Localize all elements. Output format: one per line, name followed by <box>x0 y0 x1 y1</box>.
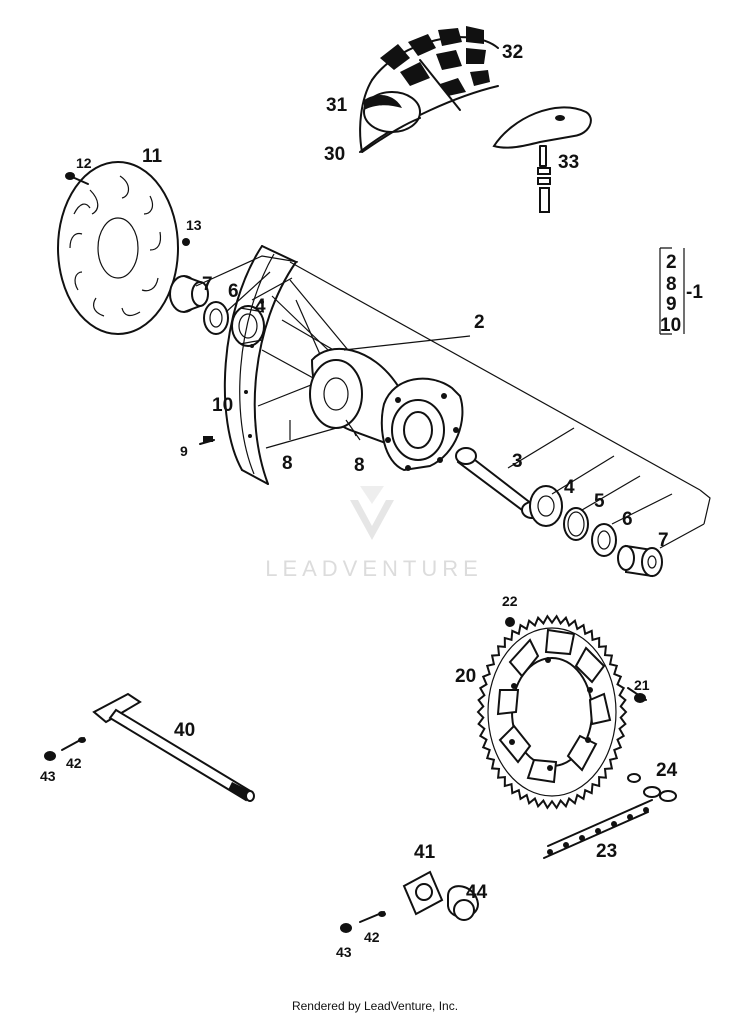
left-hub-parts <box>169 275 265 347</box>
callout-8-right: 8 <box>354 455 365 476</box>
group-item-1: 2 <box>666 252 677 273</box>
callout-9: 9 <box>180 443 188 459</box>
wheel-rim-and-hub <box>223 245 464 485</box>
callout-44: 44 <box>466 882 488 903</box>
callout-21: 21 <box>634 677 650 693</box>
callout-10: 10 <box>212 395 233 416</box>
callout-43-right: 43 <box>336 944 352 960</box>
callout-12: 12 <box>76 155 92 171</box>
callout-20: 20 <box>455 666 476 687</box>
group-result: -1 <box>686 282 703 303</box>
callout-13: 13 <box>186 217 202 233</box>
watermark-text: LEADVENTURE <box>265 556 483 581</box>
callout-7-right: 7 <box>658 530 669 551</box>
group-item-3: 9 <box>666 294 677 315</box>
spoke-nipple <box>199 436 215 445</box>
chain-adjuster-and-nut <box>340 870 480 933</box>
leader-lines <box>195 255 711 549</box>
callout-3: 3 <box>512 451 523 472</box>
callout-5: 5 <box>594 491 605 512</box>
callout-22: 22 <box>502 593 518 609</box>
footer-credit: Rendered by LeadVenture, Inc. <box>292 999 458 1013</box>
callout-33: 33 <box>558 152 579 173</box>
callout-4-right: 4 <box>564 477 575 498</box>
callout-4-left: 4 <box>255 296 266 317</box>
callout-31: 31 <box>326 95 348 116</box>
group-item-4: 10 <box>660 315 681 336</box>
callout-7-left: 7 <box>202 274 213 295</box>
group-item-2: 8 <box>666 274 677 295</box>
callout-43-left: 43 <box>40 768 56 784</box>
assembly-group-box: 2 8 9 10 -1 <box>659 247 703 336</box>
callout-23: 23 <box>596 841 617 862</box>
callout-6-right: 6 <box>622 509 633 530</box>
callout-32: 32 <box>502 42 523 63</box>
tire-and-tube <box>359 26 499 153</box>
callout-11: 11 <box>142 146 163 167</box>
callout-8-left: 8 <box>282 453 293 474</box>
callout-24: 24 <box>656 760 678 781</box>
callout-labels: 32 31 30 33 11 12 13 7 6 4 2 10 9 8 8 3 … <box>40 42 678 960</box>
chain <box>543 773 677 859</box>
callout-6-left: 6 <box>228 281 239 302</box>
callout-41: 41 <box>414 842 436 863</box>
leadventure-watermark: LEADVENTURE <box>265 486 483 581</box>
right-hub-parts <box>455 447 663 578</box>
callout-42-right: 42 <box>364 929 380 945</box>
rear-sprocket <box>476 614 647 810</box>
rim-lock-and-valve <box>492 106 592 213</box>
callout-42-left: 42 <box>66 755 82 771</box>
brake-disc <box>57 161 190 335</box>
callout-30: 30 <box>324 144 345 165</box>
callout-40: 40 <box>174 720 195 741</box>
callout-2: 2 <box>474 312 485 333</box>
rear-axle <box>44 692 255 802</box>
